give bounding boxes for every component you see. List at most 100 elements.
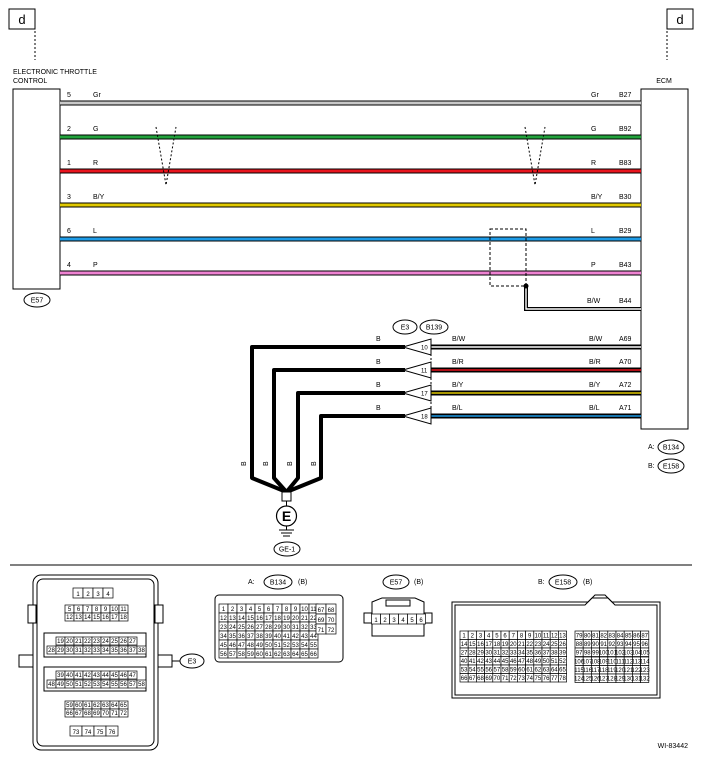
e3-b-cell [127, 636, 138, 646]
b134-pin: 11 [310, 607, 317, 613]
ground-terminal-number: 11 [421, 369, 428, 375]
e3-d-pin: 71 [111, 711, 118, 717]
e3-a-pin: 16 [102, 615, 109, 621]
e3-d-pin: 63 [102, 703, 109, 709]
wire-code-left: L [93, 228, 97, 235]
ground-code-right: B/Y [589, 382, 601, 389]
b134-pin: 19 [283, 616, 290, 622]
e158-rtop-pin: 101 [607, 651, 618, 657]
wire-pin-right: B30 [619, 194, 632, 201]
b134-pin: 13 [229, 616, 236, 622]
b134-pin: 50 [265, 643, 272, 649]
e158-rtop-pin: 79 [576, 634, 583, 640]
b134-pin: 20 [292, 616, 299, 622]
e158-left-pin: 69 [485, 676, 492, 682]
e158-left-pin: 26 [559, 642, 566, 648]
e158-left-pin: 18 [494, 642, 501, 648]
e3-b-pin: 21 [75, 639, 82, 645]
e3-c-pin: 53 [93, 682, 100, 688]
e158-left-pin: 72 [510, 676, 517, 682]
b134-pin: 55 [310, 643, 317, 649]
e3-b-pin: 19 [57, 639, 64, 645]
e158-left-pin: 3 [479, 634, 483, 640]
e158-rbot-pin: 124 [574, 677, 585, 683]
b134-pin: 43 [301, 634, 308, 640]
e158-rtop-pin: 98 [584, 651, 591, 657]
b134-pin: 17 [265, 616, 272, 622]
e158-prefix: B: [538, 579, 545, 586]
b134-pin: 47 [238, 643, 245, 649]
e57-pin: 2 [383, 618, 387, 624]
e158-rtop-pin: 86 [633, 634, 640, 640]
e57-side-left [363, 612, 373, 624]
ecm-conn-b-prefix: B: [648, 463, 655, 470]
e158-left-pin: 44 [494, 659, 501, 665]
e3-d-pin: 66 [66, 711, 73, 717]
e3-b-pin: 22 [84, 639, 91, 645]
b134-pin: 46 [229, 643, 236, 649]
e3-a-pin: 13 [75, 615, 82, 621]
e158-rtop-pin: 80 [584, 634, 591, 640]
ground-terminal-number: 18 [421, 415, 428, 421]
e158-rtop-pin: 87 [641, 634, 648, 640]
e3-inner [36, 578, 155, 747]
e158-rbot-pin: 119 [607, 668, 617, 674]
e3-e-pin: 74 [85, 730, 92, 736]
e3-d-pin: 64 [111, 703, 118, 709]
e158-left-pin: 13 [559, 634, 566, 640]
e158-rbot-pin: 117 [591, 668, 601, 674]
vertical-label-3: B [287, 461, 294, 466]
ground-code-left: B [376, 336, 381, 343]
wire-pin-right: B83 [619, 160, 632, 167]
e158-left-pin: 37 [543, 651, 550, 657]
ecm-conn-b-badge [657, 458, 685, 474]
e3-b-pin: 23 [93, 639, 100, 645]
etc-title-1: ELECTRONIC THROTTLE [13, 69, 97, 76]
e158-rbot-pin: 109 [599, 660, 610, 666]
wire-code-right: B/Y [591, 194, 603, 201]
e3-c-pin: 40 [66, 673, 73, 679]
e158-rbot-pin: 120 [615, 668, 626, 674]
ground-wire-left [284, 391, 405, 494]
b134-pin: 51 [274, 643, 281, 649]
ground-code-right: B/W [589, 336, 603, 343]
e158-left-pin: 5 [495, 634, 499, 640]
ground-code-left: B [376, 359, 381, 366]
e3-c-pin: 55 [111, 682, 118, 688]
b134-pin: 30 [283, 625, 290, 631]
e3-tab-right [157, 654, 173, 668]
b134-pin: 62 [274, 652, 281, 658]
b134-pin: 9 [294, 607, 298, 613]
e158-left-pin: 74 [526, 676, 533, 682]
e57-pin: 6 [419, 618, 423, 624]
e158-left-pin: 67 [469, 676, 476, 682]
e158-left-pin: 36 [535, 651, 542, 657]
e158-left-pin: 59 [510, 668, 517, 674]
e3-c-pin: 43 [93, 673, 100, 679]
e158-rtop-pin: 92 [609, 642, 616, 648]
e3-b-pin: 29 [57, 648, 64, 654]
e158-rbot-pin: 108 [590, 660, 601, 666]
e3-d-pin: 61 [84, 703, 91, 709]
b134-pin: 61 [265, 652, 272, 658]
e158-left-pin: 34 [518, 651, 525, 657]
b134-pin: 10 [301, 607, 308, 613]
e158-rtop-pin: 93 [617, 642, 624, 648]
e3-group-c [43, 666, 147, 692]
ground-wire-left [285, 414, 405, 494]
e3-e-pin: 73 [73, 730, 80, 736]
e158-left-pin: 11 [543, 634, 550, 640]
e158-rbot-pin: 115 [574, 668, 584, 674]
e3-d-pin: 69 [93, 711, 100, 717]
b134-pin: 14 [238, 616, 245, 622]
e3-d-pin: 70 [102, 711, 109, 717]
e3-d-pin: 65 [120, 703, 127, 709]
e3-b-pin: 31 [75, 648, 82, 654]
e158-rbot-pin: 112 [624, 660, 634, 666]
e158-rtop-pin: 100 [599, 651, 610, 657]
e158-rtop-pin: 95 [633, 642, 640, 648]
